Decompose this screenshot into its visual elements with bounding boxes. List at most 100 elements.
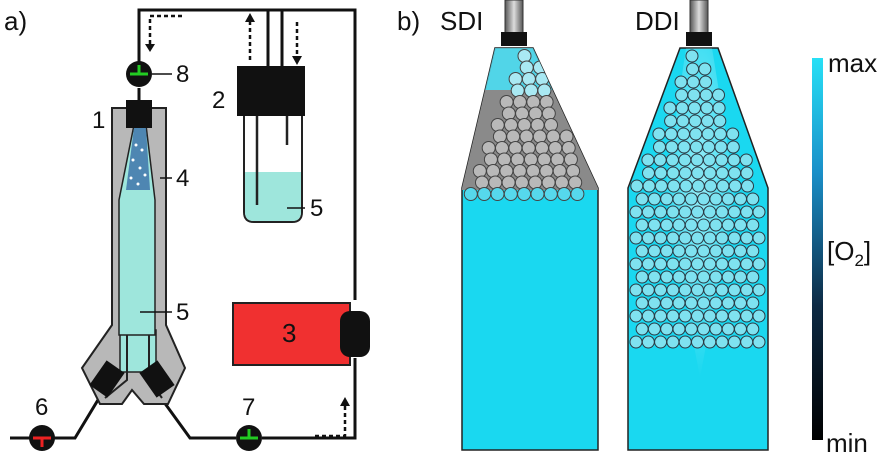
bubble: [483, 152, 498, 167]
bubble: [666, 205, 680, 219]
bubble: [699, 88, 713, 102]
bubble: [709, 192, 723, 206]
bubble: [544, 118, 558, 132]
bubble: [666, 283, 680, 297]
bubble: [510, 83, 525, 98]
bubble: [504, 118, 518, 132]
panel-b: b) SDI DDI max: [397, 0, 877, 458]
bubble: [713, 127, 727, 141]
bubble: [563, 152, 578, 167]
bubble: [746, 192, 760, 206]
bubble: [721, 270, 735, 284]
bubble: [739, 153, 753, 167]
bubble: [721, 218, 735, 232]
bubble: [528, 175, 543, 190]
valve-8[interactable]: [126, 61, 152, 87]
bubble: [641, 335, 655, 349]
bubble: [539, 164, 554, 178]
bubble: [543, 187, 558, 201]
valve-7[interactable]: [236, 425, 262, 451]
bubble: [647, 270, 661, 284]
bubble: [508, 72, 523, 86]
bubble: [552, 164, 567, 178]
bubble: [635, 244, 649, 258]
bubble: [488, 175, 503, 190]
bubble: [660, 296, 674, 310]
bubble: [521, 72, 536, 86]
bubble: [752, 283, 766, 297]
bubble: [647, 296, 661, 310]
bubble: [524, 83, 539, 98]
reservoir-cap: [237, 66, 305, 116]
bubble: [685, 49, 699, 63]
panel-a-label: a): [4, 6, 27, 36]
bubble: [734, 322, 747, 336]
bubble: [653, 153, 667, 167]
pump[interactable]: [232, 302, 370, 366]
bubble: [678, 166, 692, 180]
bubble: [740, 257, 754, 271]
bubble: [699, 75, 713, 89]
bubble: [691, 231, 704, 245]
sdi-title: SDI: [440, 6, 483, 36]
bubble: [726, 127, 740, 141]
bubble: [641, 283, 655, 297]
bubble: [532, 129, 547, 144]
bubble: [541, 175, 556, 190]
bubble: [740, 231, 754, 245]
bubble: [497, 152, 512, 167]
bubble: [546, 129, 561, 144]
bubble: [510, 152, 525, 167]
bubble: [687, 88, 701, 102]
bubble: [665, 140, 679, 154]
valve-6[interactable]: [29, 425, 55, 451]
bubble: [691, 309, 704, 323]
bubble: [490, 118, 505, 132]
bubble: [654, 205, 668, 219]
bubble: [630, 179, 644, 193]
bubble: [697, 296, 711, 310]
bubble: [678, 309, 692, 323]
bubble: [715, 231, 729, 245]
bubble: [557, 187, 572, 201]
bubble: [629, 309, 643, 323]
bubble: [517, 49, 532, 63]
bubble: [472, 164, 487, 178]
panel-a: a): [4, 6, 370, 451]
bubble: [703, 166, 717, 180]
bubble: [537, 83, 552, 98]
bubble: [712, 88, 725, 102]
bubble: [519, 129, 534, 144]
bubble: [752, 231, 766, 245]
bubble: [635, 322, 649, 336]
bubble: [514, 175, 529, 190]
bubble: [701, 114, 714, 128]
bubble: [712, 101, 726, 115]
bubble: [715, 335, 729, 349]
bubble: [709, 218, 723, 232]
bubble: [499, 164, 514, 178]
colorbar-min-label: min: [826, 428, 868, 458]
outlet-connector-right: [139, 360, 175, 398]
bubble: [691, 257, 704, 271]
ddi-column: [627, 0, 769, 451]
bubble: [746, 244, 760, 258]
label-2: 2: [212, 87, 225, 114]
bubble: [672, 218, 686, 232]
bubble: [752, 257, 766, 271]
bubble: [688, 114, 702, 128]
bubble: [530, 187, 545, 201]
bubble: [727, 205, 741, 219]
bubble: [716, 179, 730, 193]
bubble: [635, 218, 649, 232]
bubble: [647, 322, 661, 336]
bubble: [660, 322, 674, 336]
bubble: [528, 106, 543, 121]
bubble: [727, 309, 741, 323]
bubble: [684, 218, 698, 232]
sdi-bubbles: [463, 49, 585, 201]
bubble: [629, 257, 643, 271]
panel-b-label: b): [397, 6, 420, 36]
bubble: [715, 153, 729, 167]
bubble: [481, 141, 496, 155]
